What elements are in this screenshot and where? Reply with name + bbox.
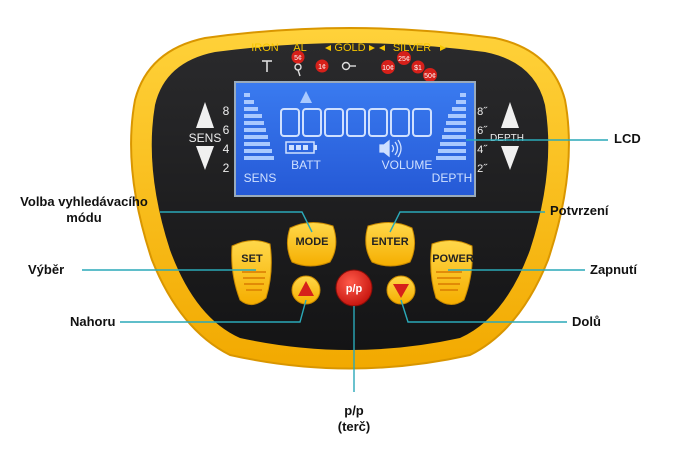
lcd-label-sens: SENS bbox=[244, 171, 277, 185]
coin-25c: 25¢ bbox=[398, 56, 410, 63]
callout-line-enter bbox=[389, 211, 545, 233]
sens-side-label: SENS bbox=[189, 131, 222, 145]
coin-badge-5c bbox=[291, 50, 305, 64]
gold-right-arrow bbox=[369, 45, 375, 51]
label-gold: GOLD bbox=[334, 42, 365, 54]
lcd-sens-bars bbox=[244, 93, 274, 160]
pinpoint-button[interactable]: p/p bbox=[335, 269, 373, 307]
silver-right-arrow bbox=[440, 45, 446, 51]
lcd-label-volume: VOLUME bbox=[382, 158, 433, 172]
lcd-label-batt: BATT bbox=[291, 158, 321, 172]
lcd-pointer-icon bbox=[300, 91, 312, 103]
callout-pp: p/p (terč) bbox=[324, 403, 384, 435]
coin-badge-1c bbox=[315, 59, 329, 73]
coin-badge-10c bbox=[381, 60, 395, 74]
enter-button[interactable]: ENTER bbox=[365, 222, 416, 267]
depth-up-arrow-icon bbox=[501, 102, 519, 128]
callout-pp-line2: (terč) bbox=[337, 419, 371, 434]
down-arrow-icon bbox=[393, 284, 409, 298]
coin-1c: 1¢ bbox=[318, 64, 326, 71]
coin-1d: $1 bbox=[414, 65, 422, 72]
lcd-target-segments bbox=[280, 108, 432, 137]
depth-side-label: DEPTH bbox=[490, 133, 524, 144]
label-iron: IRON bbox=[251, 42, 279, 54]
nail-icon bbox=[262, 60, 272, 72]
coin-10c: 10¢ bbox=[382, 65, 394, 72]
sens-up-arrow-icon bbox=[196, 102, 214, 128]
sens-scale-8: 8 bbox=[223, 104, 230, 118]
gold-left-arrow bbox=[325, 45, 331, 51]
sens-scale-6: 6 bbox=[223, 123, 230, 137]
callout-lcd: LCD bbox=[614, 131, 641, 146]
callout-line-up bbox=[120, 299, 307, 323]
up-arrow-icon bbox=[298, 281, 314, 296]
sens-scale-4: 4 bbox=[223, 142, 230, 156]
callout-enter: Potvrzení bbox=[550, 203, 609, 218]
power-button-label: POWER bbox=[432, 253, 474, 265]
enter-button-label: ENTER bbox=[371, 236, 408, 248]
silver-left-arrow bbox=[379, 45, 385, 51]
coin-badge-25c bbox=[397, 51, 411, 65]
callout-up: Nahoru bbox=[70, 314, 116, 329]
sens-scale-2: 2 bbox=[223, 161, 230, 175]
lcd-label-depth: DEPTH bbox=[432, 171, 473, 185]
coin-badge-1d bbox=[411, 60, 425, 74]
depth-scale-6: 6˝ bbox=[477, 125, 488, 137]
coin-badge-50c bbox=[423, 68, 437, 82]
power-button[interactable]: POWER bbox=[430, 240, 474, 305]
callout-line-mode bbox=[160, 211, 313, 233]
coin-5c: 5¢ bbox=[294, 55, 302, 62]
callout-mode-line1: Volba vyhledávacího bbox=[20, 194, 148, 209]
coin-50c: 50¢ bbox=[424, 73, 436, 80]
set-button-label: SET bbox=[241, 253, 263, 265]
callout-power: Zapnutí bbox=[590, 262, 637, 277]
callout-set: Výběr bbox=[28, 262, 65, 277]
lcd-depth-bars bbox=[436, 93, 466, 160]
speaker-icon bbox=[379, 139, 402, 158]
callout-mode: Volba vyhledávacího módu bbox=[4, 194, 164, 226]
down-button[interactable] bbox=[386, 275, 416, 305]
up-button[interactable] bbox=[291, 275, 321, 305]
pinpoint-button-label: p/p bbox=[346, 283, 363, 295]
sens-down-arrow-icon bbox=[196, 146, 214, 170]
mode-button[interactable]: MODE bbox=[286, 222, 337, 267]
pull-tab-icon bbox=[294, 63, 302, 77]
set-button[interactable]: SET bbox=[231, 240, 272, 305]
depth-scale-2: 2˝ bbox=[477, 163, 488, 175]
callout-pp-line1: p/p bbox=[344, 403, 364, 418]
callout-line-down bbox=[400, 299, 567, 323]
depth-scale-8: 8˝ bbox=[477, 106, 488, 118]
callout-mode-line2: módu bbox=[66, 210, 102, 225]
lcd-screen bbox=[234, 81, 476, 197]
battery-icon bbox=[285, 141, 317, 154]
label-silver: SILVER bbox=[393, 42, 431, 54]
depth-down-arrow-icon bbox=[501, 146, 519, 170]
callout-lines bbox=[82, 139, 608, 392]
mode-button-label: MODE bbox=[296, 236, 329, 248]
ring-icon bbox=[341, 61, 356, 71]
callout-down: Dolů bbox=[572, 314, 601, 329]
depth-scale-4: 4˝ bbox=[477, 144, 488, 156]
